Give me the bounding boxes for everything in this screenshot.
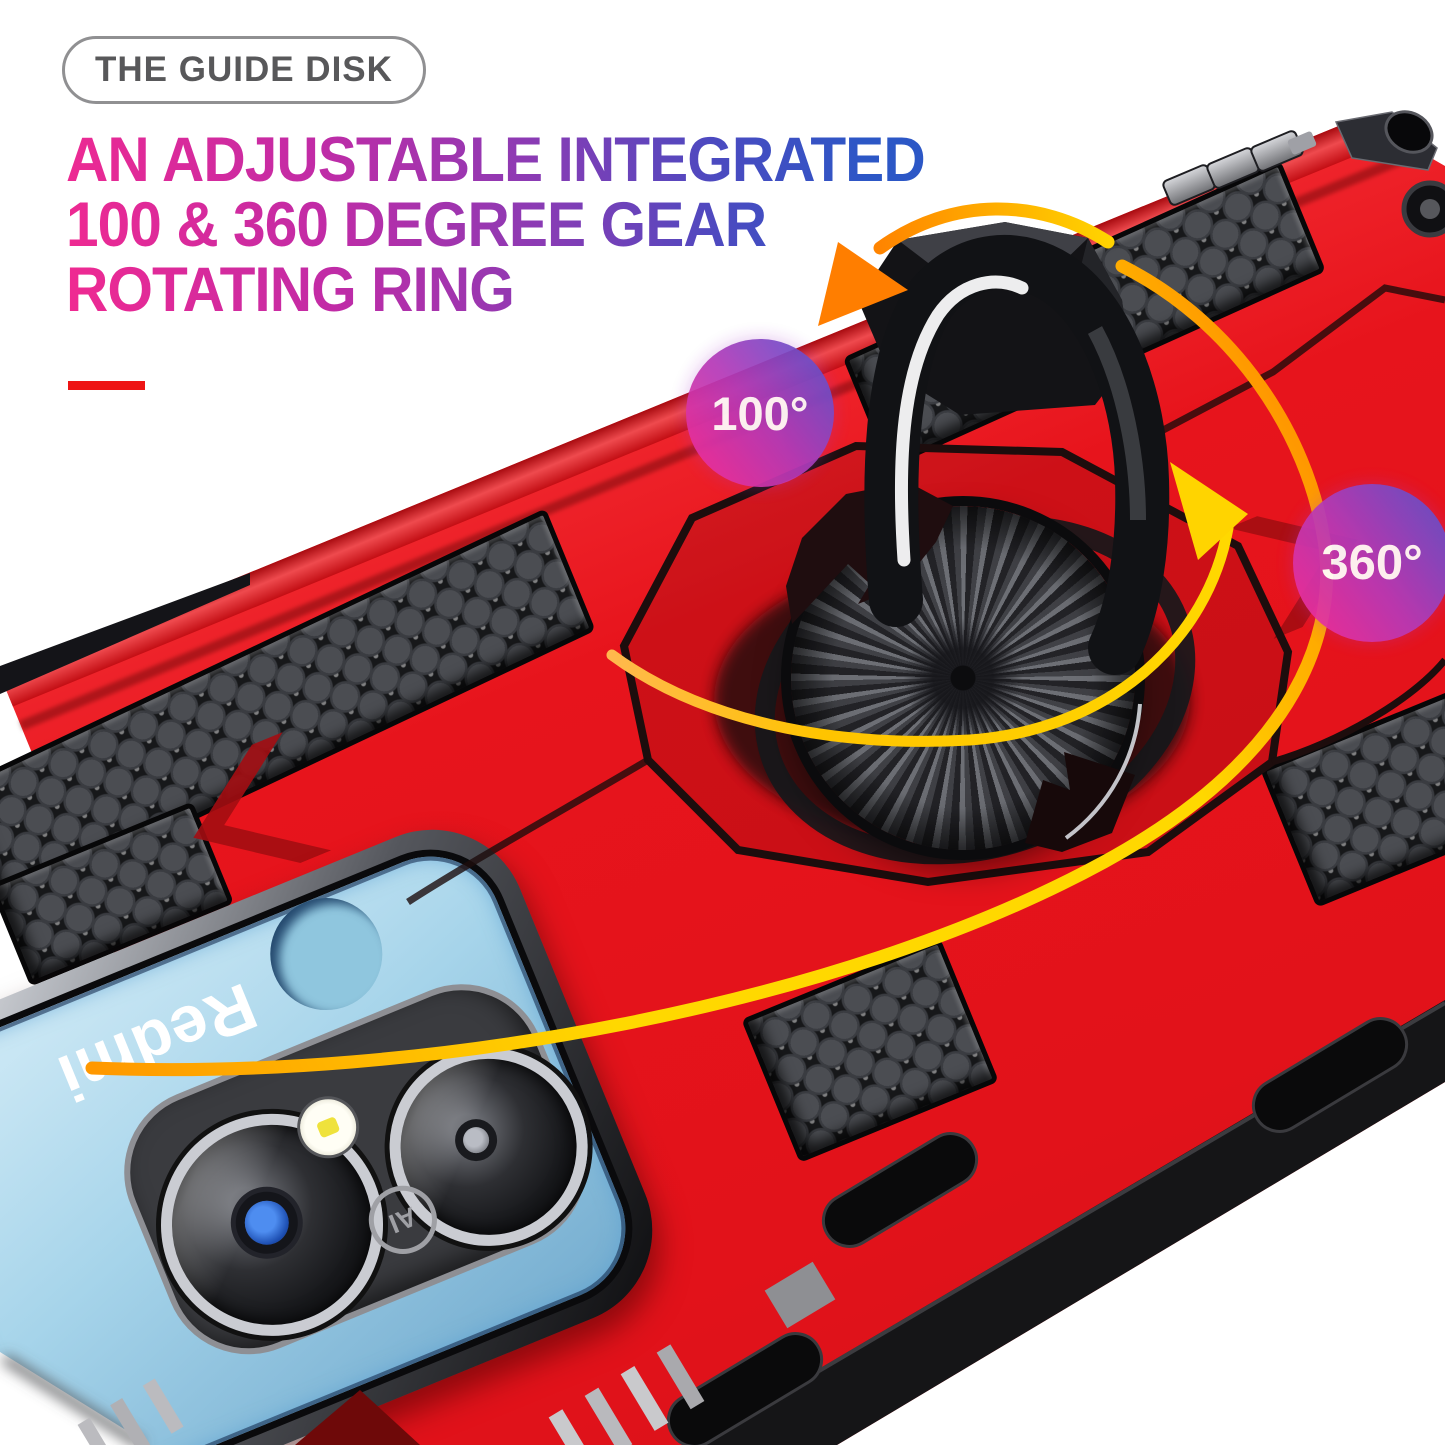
port-grille [548, 1344, 705, 1445]
rotation-arrow-top-head [818, 242, 908, 326]
side-button [821, 1132, 979, 1248]
case-bottom-shadow [1, 1354, 145, 1445]
recess-groove-left [406, 756, 650, 905]
red-accent-dash [68, 381, 145, 390]
side-button [666, 1332, 824, 1445]
camera-shadow-wedge [295, 1390, 420, 1445]
corner-hole-inner [1420, 199, 1440, 219]
disc-notch-lower [1025, 752, 1135, 852]
corner-chamfer-plate [1334, 111, 1438, 171]
headline-line-2: 100 & 360 DEGREE GEAR [66, 190, 767, 260]
far-rail-sliver [0, 573, 250, 694]
rotation-arc-inner-head [1170, 462, 1248, 560]
case-step-groove [1148, 284, 1445, 441]
rotation-arc-inner [606, 522, 1234, 747]
rotation-arc-outer [85, 259, 1334, 1077]
rotation-arrow-top [873, 202, 1115, 255]
guide-badge: THE GUIDE DISK [62, 36, 426, 104]
lanyard-hole [1384, 110, 1434, 154]
angle-badge-100: 100° [686, 339, 834, 487]
ring-arch [864, 235, 1170, 675]
headline-line-3: ROTATING RING [66, 255, 514, 325]
disc-rim-highlight [1064, 703, 1142, 840]
port-grille [77, 1378, 184, 1445]
headline: AN ADJUSTABLE INTEGRATED 100 & 360 DEGRE… [66, 128, 925, 323]
rail-connector [764, 1261, 836, 1329]
angle-badge-360: 360° [1293, 484, 1445, 642]
ring-specular-highlight [894, 275, 1029, 567]
headline-line-1: AN ADJUSTABLE INTEGRATED [66, 125, 925, 195]
ring-sheen [1087, 326, 1146, 521]
bumper-buttons [1162, 130, 1317, 206]
side-button [1251, 1017, 1409, 1133]
recess-groove-right [1271, 657, 1445, 766]
